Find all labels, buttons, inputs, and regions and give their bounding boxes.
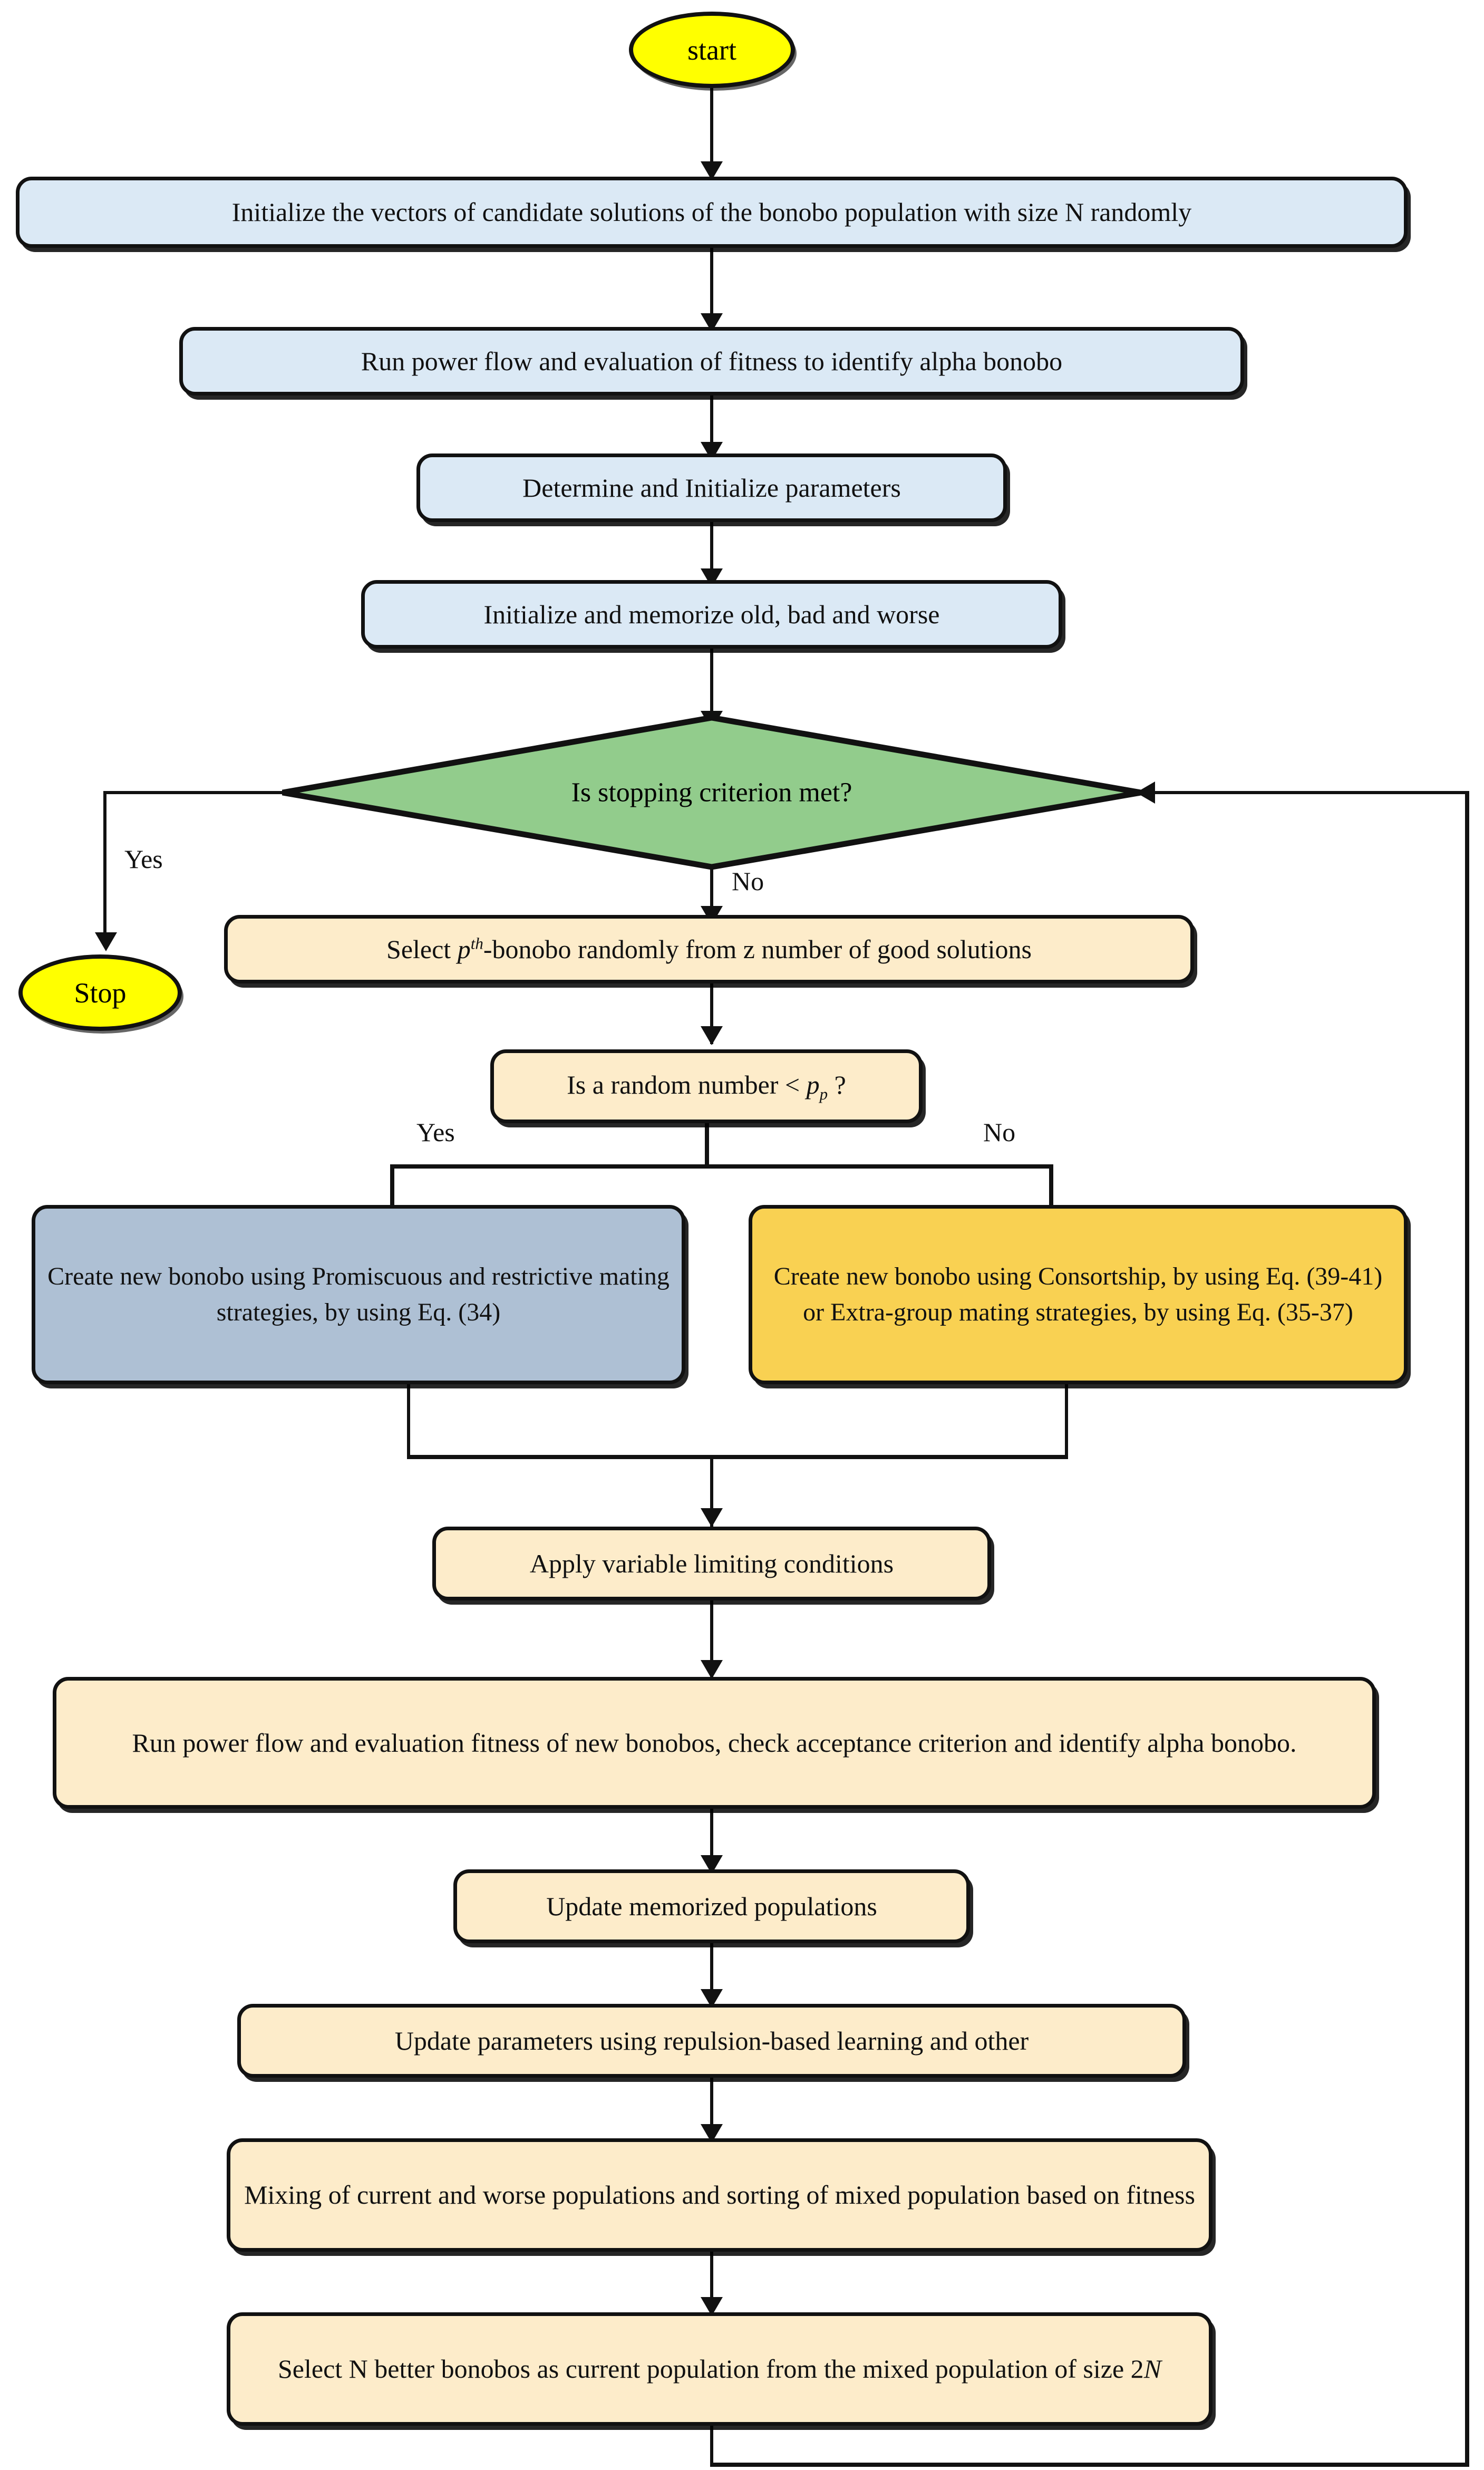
node-run-power-flow-alpha[interactable]: Run power flow and evaluation of fitness… [179,327,1244,395]
edge-decision-no [710,867,713,925]
node-select-pth-bonobo[interactable]: Select pth-bonobo randomly from z number… [224,915,1194,983]
select-n-text-pre: Select N better bonobos as current popul… [277,2354,1144,2384]
arrowhead-stop [95,932,117,951]
edge-random-stem [705,1123,709,1168]
edge-applylimits-to-runflow [710,1600,713,1680]
edge-start-to-init [710,88,713,172]
node-stop[interactable]: Stop [18,954,182,1031]
edge-runflow-to-updatemem [710,1809,713,1875]
arrowhead-random-check [701,1026,723,1045]
node-mixing-populations-label: Mixing of current and worse populations … [244,2180,1195,2210]
random-check-subscript: p [819,1085,828,1104]
edge-loopback-right [1465,791,1469,2467]
node-run-power-flow-new[interactable]: Run power flow and evaluation fitness of… [53,1677,1376,1809]
node-stopping-criterion-label: Is stopping criterion met? [571,777,852,807]
node-run-power-flow-alpha-label: Run power flow and evaluation of fitness… [361,346,1063,376]
node-determine-parameters-label: Determine and Initialize parameters [522,472,901,503]
select-pth-superscript: th [470,933,483,952]
edge-decision-yes-horizontal [103,791,285,794]
node-consortship-mating[interactable]: Create new bonobo using Consortship, by … [749,1205,1408,1384]
node-start[interactable]: start [629,12,795,88]
select-pth-text-pre: Select [386,934,458,964]
edge-selectpth-to-random [710,983,713,1044]
node-start-label: start [687,34,736,66]
node-select-pth-bonobo-label: Select pth-bonobo randomly from z number… [386,931,1032,968]
node-run-power-flow-new-label: Run power flow and evaluation fitness of… [132,1728,1297,1758]
edge-mixing-to-selectn [710,2252,713,2318]
edge-decision-yes-vertical [103,791,106,941]
edge-memorize-to-decision [710,649,713,720]
edge-updatemem-to-updateparams [710,1943,713,2009]
edge-powerflow-to-params [710,395,713,451]
node-promiscuous-mating[interactable]: Create new bonobo using Promiscuous and … [32,1205,685,1384]
node-initialize-population-label: Initialize the vectors of candidate solu… [231,197,1192,227]
node-update-memorized-populations-label: Update memorized populations [546,1891,877,1921]
node-stopping-criterion[interactable]: Is stopping criterion met? [279,715,1144,870]
select-n-variable: N [1143,2354,1161,2384]
edge-label-stopping-yes: Yes [124,844,163,874]
edge-promiscuous-down [407,1384,410,1458]
node-mixing-populations[interactable]: Mixing of current and worse populations … [227,2138,1213,2252]
node-select-n-better-label: Select N better bonobos as current popul… [278,2350,1161,2388]
edge-label-stopping-no: No [732,866,764,896]
edge-params-to-memorize [710,522,713,577]
edge-loopback-down [710,2426,713,2466]
edge-mating-merge-bar [407,1455,1068,1459]
node-apply-variable-limits-label: Apply variable limiting conditions [529,1548,894,1578]
node-promiscuous-mating-label: Create new bonobo using Promiscuous and … [47,1262,670,1326]
node-stop-label: Stop [74,977,127,1009]
random-check-text-post: ? [828,1070,846,1100]
select-pth-variable: p [457,934,471,964]
random-check-text-pre: Is a random number < [567,1070,807,1100]
edge-loopback-bottom [710,2463,1469,2467]
edge-loopback-into-decision [1149,791,1469,794]
edge-random-split-bar [390,1164,1053,1169]
edge-consortship-down [1065,1384,1068,1458]
edge-label-random-yes: Yes [416,1117,455,1147]
node-initialize-memorize[interactable]: Initialize and memorize old, bad and wor… [361,580,1062,649]
node-consortship-mating-label: Create new bonobo using Consortship, by … [773,1262,1383,1326]
node-random-number-check-label: Is a random number < pp ? [567,1066,846,1106]
node-update-memorized-populations[interactable]: Update memorized populations [453,1869,970,1943]
edge-merge-to-applylimits [710,1455,713,1529]
arrowhead-run-flow-new [701,1660,723,1679]
edge-label-random-no: No [983,1117,1016,1147]
edge-init-to-powerflow [710,248,713,324]
node-initialize-memorize-label: Initialize and memorize old, bad and wor… [483,599,940,629]
node-initialize-population[interactable]: Initialize the vectors of candidate solu… [16,177,1408,248]
random-check-variable: p [806,1070,820,1100]
diamond-shape [282,715,1141,870]
node-update-parameters-label: Update parameters using repulsion-based … [394,2025,1029,2056]
select-pth-text-post: -bonobo randomly from z number of good s… [483,934,1032,964]
node-apply-variable-limits[interactable]: Apply variable limiting conditions [432,1527,991,1600]
node-select-n-better[interactable]: Select N better bonobos as current popul… [227,2312,1213,2426]
node-update-parameters[interactable]: Update parameters using repulsion-based … [237,2004,1186,2078]
arrowhead-apply-limits [701,1508,723,1527]
edge-updateparams-to-mixing [710,2078,713,2144]
node-determine-parameters[interactable]: Determine and Initialize parameters [416,454,1007,522]
node-random-number-check[interactable]: Is a random number < pp ? [490,1049,923,1123]
